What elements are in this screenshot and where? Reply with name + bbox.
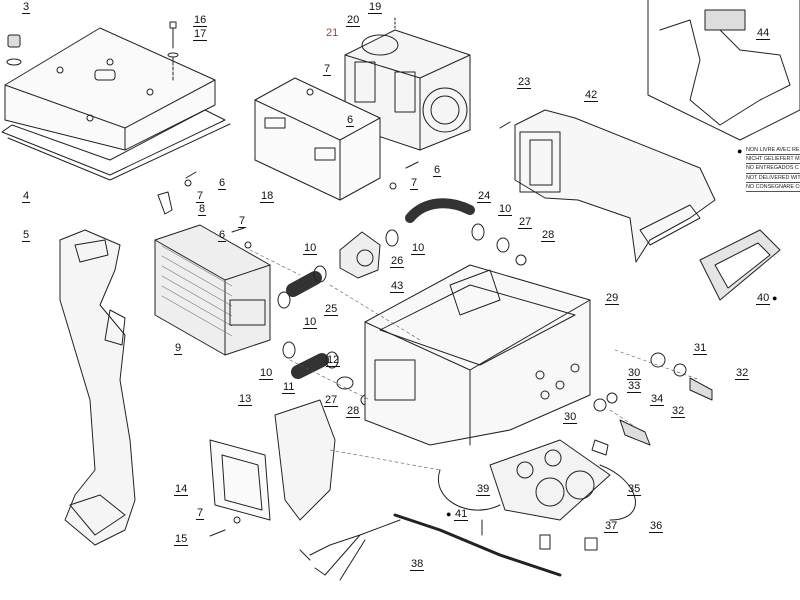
small-screws: [184, 88, 511, 537]
part-label: 38: [410, 558, 425, 571]
part-label: 28: [346, 405, 361, 418]
part-label: 8: [198, 203, 207, 216]
part-label: 26: [390, 255, 405, 268]
part-label: 10: [411, 242, 426, 255]
part-label: 36: [649, 520, 664, 533]
note-line: NO CONSEGNARE CO: [746, 183, 800, 193]
part-label: 10: [303, 242, 318, 255]
hose-connectors: [591, 352, 713, 456]
note-line: NICHT GELIEFERT M: [746, 155, 800, 165]
part-label: 29: [605, 292, 620, 305]
part-label: 30: [563, 411, 578, 424]
note-bullet: ●: [446, 509, 452, 519]
part-label: 16: [193, 14, 208, 27]
part-label: 32: [735, 367, 750, 380]
drain-plug: [6, 34, 22, 66]
part-label: 7: [196, 190, 205, 203]
mounting-bracket: [254, 77, 381, 201]
water-valve-26: [339, 231, 381, 279]
note-bullet: ●: [772, 293, 778, 303]
part-label: 37: [604, 520, 619, 533]
part-label: 12: [326, 354, 341, 367]
note-bullet: ●: [737, 146, 743, 156]
part-label: 31: [693, 342, 708, 355]
lid-gasket: [1, 109, 231, 181]
part-label: 23: [517, 76, 532, 89]
part-label: 21: [326, 27, 339, 39]
part-label: 19: [368, 1, 383, 14]
air-filter-40: [699, 229, 781, 301]
part-label: 25: [324, 303, 339, 316]
part-label: 6: [218, 229, 227, 242]
part-label: 42: [584, 89, 599, 102]
note-line: NO ENTREGADOS C: [746, 164, 800, 174]
screw-16: [167, 21, 179, 81]
part-label: 44: [756, 27, 771, 40]
hose-11: [291, 353, 329, 379]
heater-housing-29: [364, 264, 591, 446]
part-label: 17: [193, 28, 208, 41]
part-label: 6: [433, 164, 442, 177]
part-label: 18: [260, 190, 275, 203]
hose-clamps: [277, 223, 527, 406]
hose-24: [405, 198, 475, 223]
part-label: 24: [477, 190, 492, 203]
air-duct-5: [59, 229, 136, 546]
part-label: 10: [259, 367, 274, 380]
part-label: 10: [303, 316, 318, 329]
delivery-notes: NON LIVRE AVEC RE NICHT GELIEFERT M NO E…: [746, 146, 800, 193]
part-label: 9: [174, 342, 183, 355]
cable-harness-38: [299, 513, 598, 581]
inset-detail-box: [647, 0, 800, 141]
note-line: NON LIVRE AVEC RE: [746, 146, 800, 156]
heater-core-radiator: [154, 191, 271, 356]
note-line: NOT DELIVERED WIT: [746, 174, 800, 183]
part-label: 39: [476, 483, 491, 496]
part-label: 3: [22, 1, 31, 14]
assembly-guides: [249, 249, 701, 471]
part-label: 28: [541, 229, 556, 242]
duct-flange-13: [209, 399, 336, 521]
part-label: 20: [346, 14, 361, 27]
part-label: 4: [22, 190, 31, 203]
air-duct-42: [514, 109, 716, 263]
part-label: 6: [346, 114, 355, 127]
part-label: 7: [238, 215, 247, 228]
part-label: 32: [671, 405, 686, 418]
part-label: 7: [410, 177, 419, 190]
part-label: 7: [196, 507, 205, 520]
part-label: 13: [238, 393, 253, 406]
part-label: 43: [390, 280, 405, 293]
part-label: 11: [282, 381, 296, 394]
part-label: 14: [174, 483, 189, 496]
part-label: 15: [174, 533, 189, 546]
part-label: 7: [323, 63, 332, 76]
heater-lid-cover: [4, 27, 216, 151]
hose-25: [286, 271, 322, 297]
part-label: 41: [454, 508, 469, 521]
part-label: 40: [756, 292, 771, 305]
part-label: 27: [518, 216, 533, 229]
part-label: 34: [650, 393, 665, 406]
part-label: 5: [22, 229, 31, 242]
part-label: 33: [627, 380, 642, 393]
part-label: 10: [498, 203, 513, 216]
part-label: 30: [627, 367, 642, 380]
part-label: 35: [627, 483, 642, 496]
part-label: 27: [324, 394, 339, 407]
part-label: 6: [218, 177, 227, 190]
control-panel-37: [437, 439, 636, 521]
